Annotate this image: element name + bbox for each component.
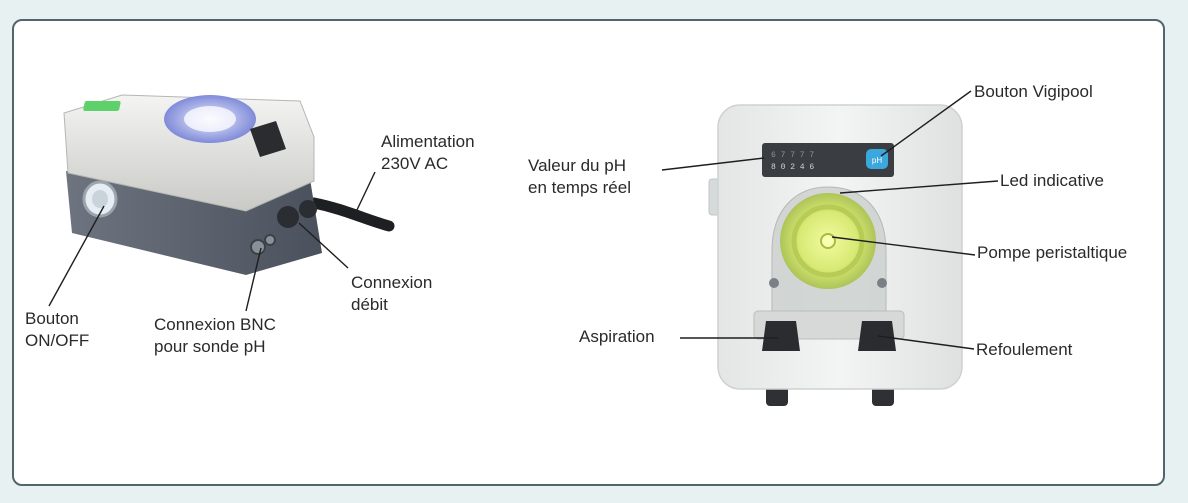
ph-button-text: pH [872, 156, 882, 165]
discharge-nut [858, 321, 896, 351]
label-ph-value: Valeur du pH en temps réel [528, 156, 631, 197]
label-discharge: Refoulement [976, 340, 1073, 359]
screw-left [769, 278, 779, 288]
label-peristaltic-pump: Pompe peristaltique [977, 243, 1128, 262]
right-leader-lines [661, 90, 999, 350]
display-digits-bottom: 8 0 2 4 6 [771, 163, 814, 172]
display-digits-top: 6 7 7 7 7 [771, 151, 814, 160]
bnc-connector [250, 239, 266, 255]
label-power-supply: Alimentation 230V AC [381, 132, 475, 173]
figure-frame: 6 7 7 7 7 8 0 2 4 6 pH [12, 19, 1165, 486]
right-pump-device: 6 7 7 7 7 8 0 2 4 6 pH [708, 104, 963, 406]
screw-right [877, 278, 887, 288]
label-vigipool-button: Bouton Vigipool [974, 82, 1093, 101]
suction-nut [762, 321, 800, 351]
leader-ph-value [661, 157, 765, 171]
device-display [83, 101, 121, 111]
label-flow-connection: Connexion débit [351, 273, 433, 314]
leader-vigipool-button [880, 90, 972, 157]
leader-led [839, 180, 999, 194]
leader-pump [831, 236, 976, 256]
cover-knob [250, 121, 286, 157]
vigipool-ph-button [866, 149, 888, 169]
left-pump-device [63, 94, 395, 275]
label-led-indicator: Led indicative [1000, 171, 1104, 190]
leader-onoff [48, 205, 105, 307]
left-leader-lines [48, 171, 376, 312]
illustration-canvas: 6 7 7 7 7 8 0 2 4 6 pH [48, 90, 999, 406]
leader-discharge [877, 335, 975, 350]
leader-flow [298, 222, 349, 269]
leader-bnc [245, 247, 262, 312]
label-suction: Aspiration [579, 327, 655, 346]
label-bnc-connection: Connexion BNC pour sonde pH [154, 315, 276, 356]
power-cable [308, 197, 395, 232]
flow-connector [277, 206, 299, 228]
ph-display [762, 143, 894, 177]
leader-power [355, 171, 376, 213]
label-onoff-button: Bouton ON/OFF [25, 309, 90, 350]
